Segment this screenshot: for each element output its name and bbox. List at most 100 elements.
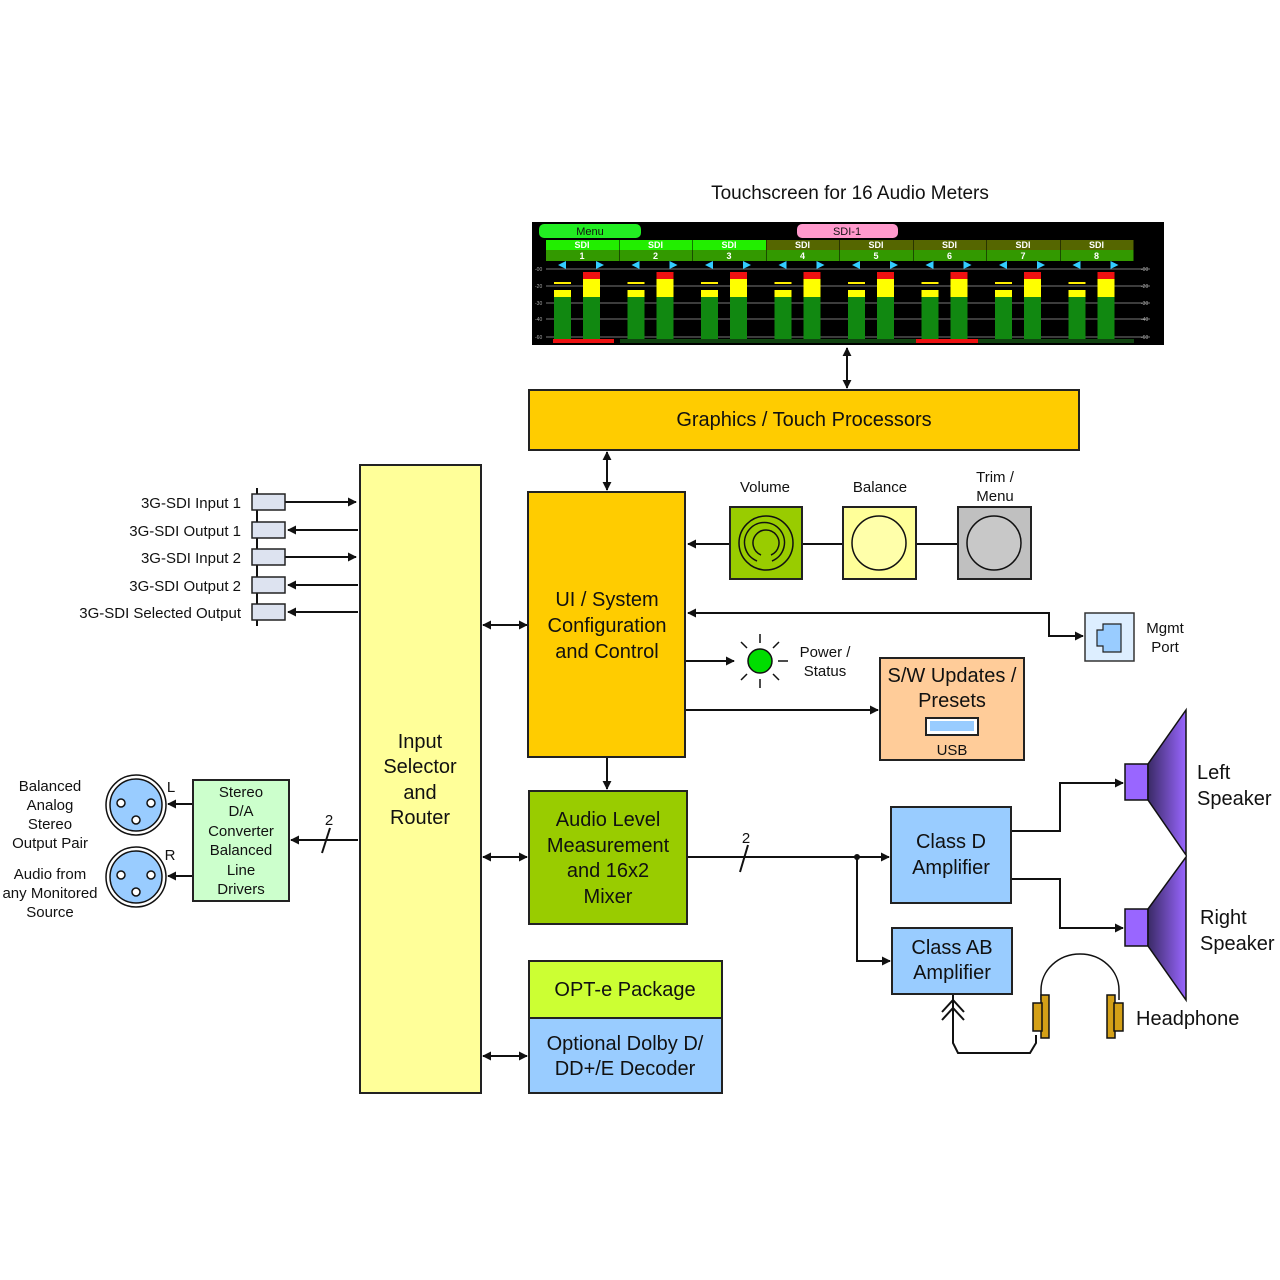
mgmt-port-label-2: Port (1151, 639, 1179, 656)
class-ab-amplifier-block: Class AB Amplifier (891, 927, 1013, 995)
channel-label: SDI (795, 240, 810, 250)
trim-label-2: Menu (976, 488, 1014, 505)
channel-label: SDI (1089, 240, 1104, 250)
source-button[interactable] (797, 224, 898, 238)
meter-bar-yellow (995, 290, 1012, 297)
ui-system-block: UI / System Configuration and Control (527, 491, 686, 758)
meter-bar-red (656, 272, 674, 279)
power-status-label-2: Status (804, 663, 847, 680)
volume-knob[interactable] (729, 506, 803, 580)
meter-bar-red (877, 272, 894, 279)
menu-button[interactable] (539, 224, 641, 238)
block-label: Stereo (219, 784, 263, 801)
channel-tab (987, 240, 1060, 250)
sdi-port-label: 3G-SDI Input 2 (141, 550, 241, 567)
meter-bar-yellow (877, 279, 894, 297)
meter-bar-green (848, 297, 865, 340)
block-label: D/A (228, 803, 253, 820)
meter-bar-yellow (803, 279, 821, 297)
dolby-decoder-block: Optional Dolby D/ DD+/E Decoder (528, 1017, 723, 1094)
left-arrow-icon (631, 261, 640, 269)
right-arrow-icon (816, 261, 825, 269)
block-label: Balanced (19, 778, 82, 795)
channel-number: 5 (873, 251, 878, 261)
bnc-connector-icon[interactable] (251, 548, 286, 566)
right-channel-label: R (165, 847, 176, 864)
meter-bar-yellow (1024, 279, 1041, 297)
block-label: Balanced (210, 842, 273, 859)
status-bar (620, 339, 916, 343)
block-label: Line (227, 862, 255, 879)
bnc-connector-icon[interactable] (251, 576, 286, 594)
block-label: DD+/E Decoder (555, 1058, 696, 1080)
block-label: Audio Level (556, 809, 661, 831)
trim-menu-knob[interactable] (957, 506, 1032, 580)
analog-output-description: Balanced Analog Stereo Output Pair Audio… (2, 778, 97, 921)
block-label: S/W Updates / (888, 665, 1017, 687)
headphone-label: Headphone (1136, 1008, 1239, 1030)
bnc-connector-icon[interactable] (251, 493, 286, 511)
bus-width-analog: 2 (325, 812, 333, 829)
right-arrow-icon (1037, 261, 1045, 269)
channel-tab-number-bg (913, 250, 987, 261)
channel-tab-number-bg (619, 250, 693, 261)
block-label: Input (398, 731, 443, 753)
block-label: Audio from (14, 866, 87, 883)
right-speaker-label-2: Speaker (1200, 933, 1275, 955)
meter-bar-yellow (583, 279, 600, 297)
block-label: Configuration (548, 615, 667, 637)
right-arrow-icon (1110, 261, 1119, 269)
touchscreen[interactable]: Menu SDI-1 -00-00-20-20-30-30-40-40-60-6… (532, 222, 1164, 345)
ethernet-port-icon[interactable] (1084, 612, 1135, 662)
scale-label-left: -30 (535, 301, 542, 307)
meter-bar-green (774, 297, 792, 340)
balance-knob[interactable] (842, 506, 917, 580)
sdi-port-label: 3G-SDI Output 1 (129, 523, 241, 540)
alarm-bar (916, 339, 978, 343)
bnc-connector-icon[interactable] (251, 603, 286, 621)
meter-bar-yellow (627, 290, 645, 297)
menu-label: Menu (576, 226, 604, 238)
bnc-connector-icon[interactable] (251, 521, 286, 539)
channel-tab (693, 240, 766, 250)
channel-label: SDI (648, 240, 663, 250)
block-label: Mixer (584, 886, 633, 908)
block-label: Class AB (911, 937, 992, 959)
headphone-icon (1032, 953, 1124, 1039)
block-label: USB (937, 742, 968, 759)
source-label: SDI-1 (833, 226, 861, 238)
channel-number: 7 (1020, 251, 1025, 261)
left-arrow-icon (778, 261, 787, 269)
channel-tab (1060, 240, 1134, 250)
channel-tab (546, 240, 619, 250)
block-label: Class D (916, 831, 986, 853)
left-speaker-label: Left (1197, 762, 1231, 784)
right-arrow-icon (890, 261, 898, 269)
block-label: Amplifier (913, 962, 991, 984)
sdi-ports: 3G-SDI Input 13G-SDI Output 13G-SDI Inpu… (79, 488, 358, 626)
meter-bar-red (730, 272, 747, 279)
block-label: Source (26, 904, 74, 921)
scale-label-right: -00 (1141, 267, 1148, 273)
scale-label-right: -30 (1141, 301, 1148, 307)
peak-hold-marker (774, 282, 792, 284)
xlr-left-connector-icon[interactable] (105, 774, 167, 836)
connections (167, 347, 1124, 1061)
peak-hold-marker (848, 282, 865, 284)
left-arrow-icon (852, 261, 860, 269)
usb-port-icon[interactable] (925, 717, 979, 736)
meter-bar-yellow (774, 290, 792, 297)
channel-tab (619, 240, 693, 250)
left-arrow-icon (705, 261, 713, 269)
xlr-right-connector-icon[interactable] (105, 846, 167, 908)
channel-label: SDI (574, 240, 589, 250)
meter-bar-yellow (1068, 290, 1086, 297)
